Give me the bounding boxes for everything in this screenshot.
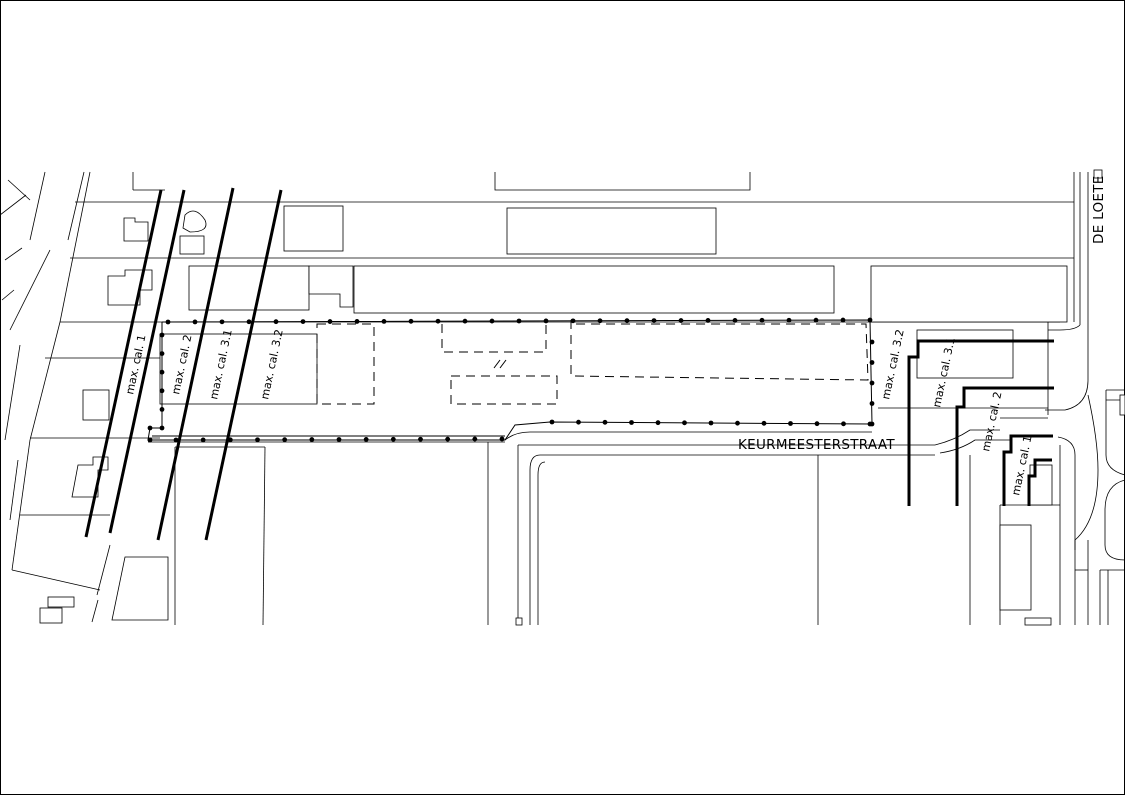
boundary-dot <box>759 317 765 323</box>
boundary-dot <box>705 318 711 323</box>
boundary-dot <box>165 319 171 325</box>
boundary-dot <box>869 401 875 406</box>
boundary-dot <box>761 420 767 426</box>
boundary-dot <box>655 420 661 426</box>
boundary-dot <box>159 351 165 356</box>
boundary-dot <box>363 437 369 442</box>
boundary-dot <box>869 380 875 386</box>
boundary-dot <box>867 421 873 427</box>
boundary-dot <box>813 317 819 323</box>
zone-label-east-cal-2: max. cal. 2 <box>979 390 1004 452</box>
boundary-dot <box>462 318 468 324</box>
boundary-dot <box>678 318 684 323</box>
boundary-dot <box>336 437 342 442</box>
boundary-dot <box>255 437 260 443</box>
boundary-dot <box>489 318 495 324</box>
boundary-dot <box>786 317 792 323</box>
boundary-dot <box>499 436 505 442</box>
boundary-dot <box>159 425 165 431</box>
boundary-dot <box>246 319 252 325</box>
boundary-dot <box>869 360 875 365</box>
street-label-keurmeesterstraat: KEURMEESTERSTRAAT <box>738 437 895 453</box>
street-label-de-loete: DE LOETE <box>1091 175 1107 244</box>
boundary-dot <box>682 420 687 426</box>
boundary-dot <box>273 319 279 325</box>
boundary-dot <box>869 339 875 345</box>
boundary-dot <box>159 407 165 412</box>
plan-boundary-dots <box>147 317 875 443</box>
boundary-dot <box>576 419 581 425</box>
boundary-dot <box>549 419 555 425</box>
boundary-dot <box>788 421 793 426</box>
boundary-dot <box>147 425 153 431</box>
boundary-dot <box>192 319 198 325</box>
boundary-dot <box>445 436 451 442</box>
existing-buildings <box>39 169 1125 626</box>
boundary-dot <box>732 317 738 323</box>
boundary-dot <box>629 420 634 425</box>
boundary-dot <box>867 317 873 323</box>
height-zone-lines <box>84 187 1054 541</box>
boundary-dot <box>418 436 423 442</box>
boundary-dot <box>841 421 846 427</box>
boundary-dot <box>472 436 478 442</box>
boundary-dot <box>651 318 657 324</box>
boundary-dot <box>516 318 522 324</box>
boundary-dot <box>570 318 576 324</box>
boundary-dot <box>543 318 549 324</box>
boundary-dot <box>309 437 315 442</box>
planned-buildings-dashed <box>316 320 869 405</box>
boundary-dot <box>300 319 306 325</box>
boundary-dot <box>219 319 225 325</box>
boundary-dot <box>327 319 333 324</box>
zone-label-east-cal-3-2: max. cal. 3.2 <box>879 328 907 400</box>
boundary-dot <box>159 388 165 394</box>
boundary-dot <box>840 317 846 323</box>
boundary-dot <box>735 420 740 426</box>
boundary-dot <box>408 318 414 324</box>
boundary-dot <box>602 419 608 425</box>
boundary-dot <box>147 437 153 443</box>
boundary-dot <box>173 437 179 443</box>
boundary-dot <box>282 437 288 443</box>
plan-boundary <box>147 317 875 443</box>
boundary-dot <box>624 318 630 324</box>
boundary-dot <box>159 369 165 375</box>
boundary-dot <box>708 420 714 426</box>
boundary-dot <box>435 318 441 324</box>
boundary-dot <box>159 332 165 338</box>
boundary-dot <box>354 319 360 324</box>
boundary-dot <box>597 318 603 324</box>
boundary-dot <box>200 437 206 443</box>
boundary-dot <box>390 436 396 442</box>
boundary-dot <box>814 421 820 427</box>
boundary-dot <box>381 318 387 324</box>
